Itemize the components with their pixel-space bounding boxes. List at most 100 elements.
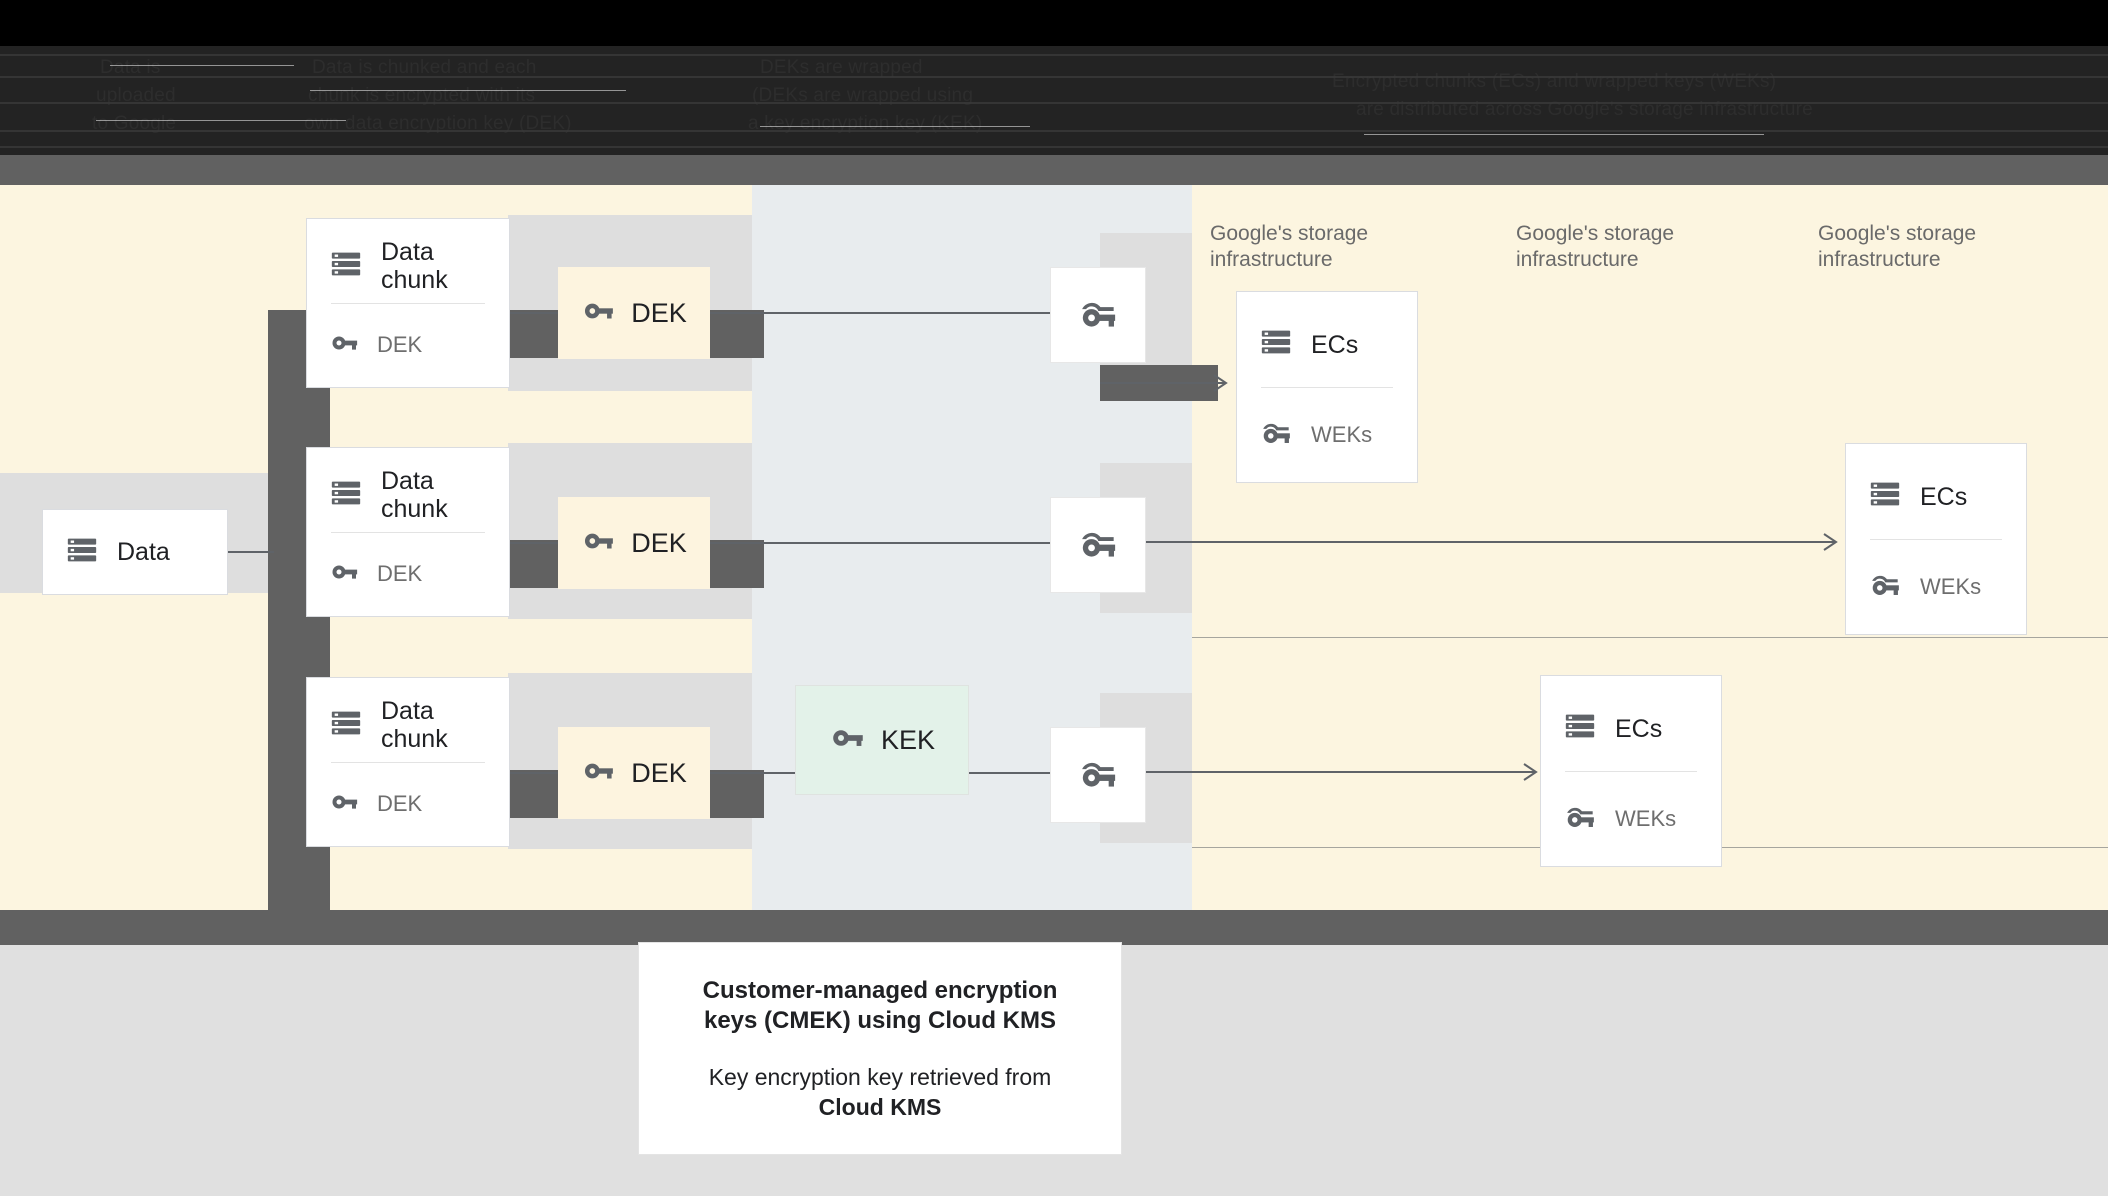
storage-label-2: Google's storage infrastructure xyxy=(1516,222,1675,271)
card-row: Data xyxy=(43,510,227,594)
header-text-line: Data is xyxy=(100,57,161,78)
card-divider xyxy=(331,532,485,533)
wrapped-key-box-2[interactable] xyxy=(1050,497,1146,593)
storage-icon xyxy=(329,247,363,286)
storage-icon xyxy=(329,476,363,515)
card-data-chunk-label: Data chunk xyxy=(381,238,448,294)
card-row: WEKs xyxy=(1846,539,2026,634)
card-weks-label: WEKs xyxy=(1615,805,1677,831)
card-row: Data chunk xyxy=(307,219,509,303)
card-ecs-3[interactable]: ECs WEKs xyxy=(1845,443,2027,635)
card-ecs-label: ECs xyxy=(1615,714,1663,743)
header-text-line: (DEKs are wrapped using xyxy=(752,85,974,106)
storage-icon xyxy=(1868,477,1902,516)
card-data-chunk-2[interactable]: Data chunk DEK xyxy=(306,447,510,617)
card-weks-label: WEKs xyxy=(1920,573,1982,599)
wrapped-key-box-1[interactable] xyxy=(1050,267,1146,363)
chip-dek-label: DEK xyxy=(631,297,687,328)
caption-title: Customer-managed encryption keys (CMEK) … xyxy=(702,976,1058,1034)
card-data-source[interactable]: Data xyxy=(42,509,228,595)
card-divider xyxy=(331,303,485,304)
card-row: ECs xyxy=(1846,444,2026,539)
storage-icon xyxy=(65,533,99,572)
card-ecs-label: ECs xyxy=(1920,482,1968,511)
storage-label-1: Google's storage infrastructure xyxy=(1210,222,1369,271)
header-text-line: a key encryption key (KEK) xyxy=(748,113,983,134)
caption-card: Customer-managed encryption keys (CMEK) … xyxy=(638,942,1122,1155)
key-icon xyxy=(581,294,615,333)
chip-dek-3[interactable]: DEK xyxy=(558,727,710,819)
connector-chunk2-dek2 xyxy=(510,542,558,544)
wrapped-key-icon xyxy=(1077,522,1119,569)
card-dek-label: DEK xyxy=(377,791,423,816)
arrow-wek1-to-ecs1 xyxy=(1100,374,1228,392)
key-icon xyxy=(829,720,865,761)
caption-subtitle-prefix: Key encryption key retrieved from xyxy=(708,1063,1052,1090)
header-text-line: chunk is encrypted with its xyxy=(308,85,536,106)
wrapped-key-box-3[interactable] xyxy=(1050,727,1146,823)
obscured-header-banner: Data is uploaded to Google Data is chunk… xyxy=(0,46,2108,156)
card-dek-label: DEK xyxy=(377,332,423,357)
card-row: Data chunk xyxy=(307,448,509,532)
chip-dek-label: DEK xyxy=(631,757,687,788)
connector-dek1-wek1 xyxy=(710,312,1050,314)
card-ecs-2[interactable]: ECs WEKs xyxy=(1540,675,1722,867)
card-divider xyxy=(331,762,485,763)
connector-chunk1-dek1 xyxy=(510,312,558,314)
card-data-chunk-label: Data chunk xyxy=(381,697,448,753)
card-row: ECs xyxy=(1541,676,1721,771)
header-text-line: Encrypted chunks (ECs) and wrapped keys … xyxy=(1332,71,1777,92)
chip-kek[interactable]: KEK xyxy=(795,685,969,795)
wrapped-key-icon xyxy=(1077,752,1119,799)
card-row: DEK xyxy=(307,532,509,616)
caption-subtitle: Key encryption key retrieved from Cloud … xyxy=(673,1062,1087,1122)
card-dek-label: DEK xyxy=(377,561,423,586)
card-divider xyxy=(1565,771,1697,772)
connector-data-to-bracket xyxy=(228,551,274,553)
header-text-line: DEKs are wrapped xyxy=(760,57,923,78)
key-icon xyxy=(581,754,615,793)
bracket-spine xyxy=(268,310,330,955)
card-row: DEK xyxy=(307,303,509,387)
header-text-line: own data encryption key (DEK) xyxy=(304,113,572,134)
key-icon xyxy=(329,787,359,822)
diagram-canvas: Data Data chunk xyxy=(0,185,2108,955)
top-black-bar xyxy=(0,0,2108,55)
chip-dek-2[interactable]: DEK xyxy=(558,497,710,589)
wrapped-key-icon xyxy=(1259,415,1293,454)
key-icon xyxy=(329,328,359,363)
card-row: ECs xyxy=(1237,292,1417,387)
card-row: DEK xyxy=(307,762,509,846)
wrapped-key-icon xyxy=(1077,292,1119,339)
card-data-chunk-label: Data chunk xyxy=(381,467,448,523)
card-ecs-1[interactable]: ECs WEKs xyxy=(1236,291,1418,483)
storage-icon xyxy=(1259,325,1293,364)
connector-dek2-wek2 xyxy=(710,542,1050,544)
header-text-line: Data is chunked and each xyxy=(312,57,537,78)
card-divider xyxy=(1870,539,2002,540)
chip-dek-label: DEK xyxy=(631,527,687,558)
storage-icon xyxy=(1563,709,1597,748)
card-row: WEKs xyxy=(1237,387,1417,482)
header-divider-band xyxy=(0,155,2108,185)
arrow-wek3-to-ecs2 xyxy=(1146,763,1538,781)
section-rule-1 xyxy=(1192,637,2108,638)
wrapped-key-icon xyxy=(1868,567,1902,606)
card-ecs-label: ECs xyxy=(1311,330,1359,359)
card-row: WEKs xyxy=(1541,771,1721,866)
card-data-source-label: Data xyxy=(117,538,170,566)
footer-divider-band xyxy=(0,910,2108,945)
card-data-chunk-1[interactable]: Data chunk DEK xyxy=(306,218,510,388)
card-weks-label: WEKs xyxy=(1311,421,1373,447)
arrow-wek2-to-ecs3 xyxy=(1146,533,1838,551)
connector-chunk3-dek3 xyxy=(510,772,558,774)
header-text-line: are distributed across Google's storage … xyxy=(1356,99,1813,120)
key-icon xyxy=(581,524,615,563)
storage-icon xyxy=(329,706,363,745)
chip-dek-1[interactable]: DEK xyxy=(558,267,710,359)
wrapped-key-icon xyxy=(1563,799,1597,838)
card-data-chunk-3[interactable]: Data chunk DEK xyxy=(306,677,510,847)
header-text-line: uploaded xyxy=(96,85,176,106)
card-divider xyxy=(1261,387,1393,388)
